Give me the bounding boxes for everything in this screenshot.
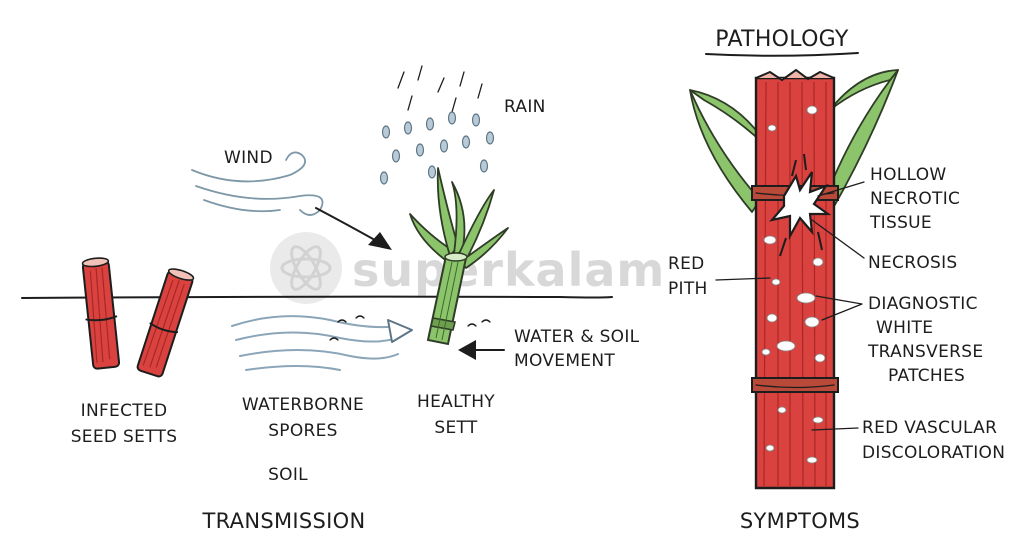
necrosis-label: NECROSIS <box>868 253 958 273</box>
wind-label: WIND <box>224 148 273 168</box>
water-soil-arrow-head <box>458 340 476 360</box>
page-title: PATHOLOGY <box>715 27 849 52</box>
diagnostic-label-line1: DIAGNOSTIC <box>868 294 978 314</box>
wind-arrow-head <box>368 232 392 250</box>
hollow-leader-line <box>817 181 865 197</box>
red-pith-label-line1: RED <box>668 254 705 274</box>
diseased-stalk <box>689 68 899 490</box>
vascular-leader-line <box>811 427 859 431</box>
watermark: superkalam <box>270 232 665 304</box>
diagnostic-label-line3: TRANSVERSE <box>867 342 983 362</box>
healthy-sett-label-line1: HEALTHY <box>417 392 495 412</box>
hollow-label-line2: NECROTIC <box>870 189 960 209</box>
infected-setts-label-line1: INFECTED <box>81 401 168 421</box>
red-vascular-label-line1: RED VASCULAR <box>862 418 997 438</box>
diagnostic-label-line2: WHITE <box>876 318 933 338</box>
hollow-label-line3: TISSUE <box>869 213 932 233</box>
watermark-text: superkalam <box>352 243 665 297</box>
waterborne-spores-label-line1: WATERBORNE <box>242 395 364 415</box>
necrotic-cavity-icon <box>769 171 832 241</box>
soil-surface-line <box>21 295 613 299</box>
water-soil-label-line2: MOVEMENT <box>514 351 615 371</box>
diagnostic-label-line4: PATCHES <box>888 366 965 386</box>
watermark-logo-icon <box>270 232 342 304</box>
infected-sett-right <box>136 268 195 378</box>
soil-particles <box>467 319 491 327</box>
infected-setts-label-line2: SEED SETTS <box>71 427 178 447</box>
necrosis-leader-line <box>811 219 865 259</box>
infected-sett-left <box>81 257 121 370</box>
waterborne-spores-label-line2: SPORES <box>268 421 338 441</box>
symptoms-section-label: SYMPTOMS <box>740 509 860 533</box>
patches-leader-line <box>815 295 863 321</box>
red-vascular-label-line2: DISCOLORATION <box>862 443 1005 463</box>
soil-label: SOIL <box>268 465 308 485</box>
waterborne-spores-icon <box>231 315 413 371</box>
water-soil-label-line1: WATER & SOIL <box>514 327 640 347</box>
rain-drops-icon <box>379 65 495 185</box>
healthy-sett <box>409 167 509 346</box>
red-pith-leader-line <box>715 277 771 281</box>
rain-label: RAIN <box>504 97 546 117</box>
hollow-label-line1: HOLLOW <box>870 165 947 185</box>
healthy-sett-label-line2: SETT <box>434 418 478 438</box>
title-underline <box>705 52 859 57</box>
wind-icon <box>191 151 324 216</box>
red-pith-label-line2: PITH <box>668 279 708 299</box>
transmission-section-label: TRANSMISSION <box>202 509 366 533</box>
white-patches <box>761 105 826 464</box>
